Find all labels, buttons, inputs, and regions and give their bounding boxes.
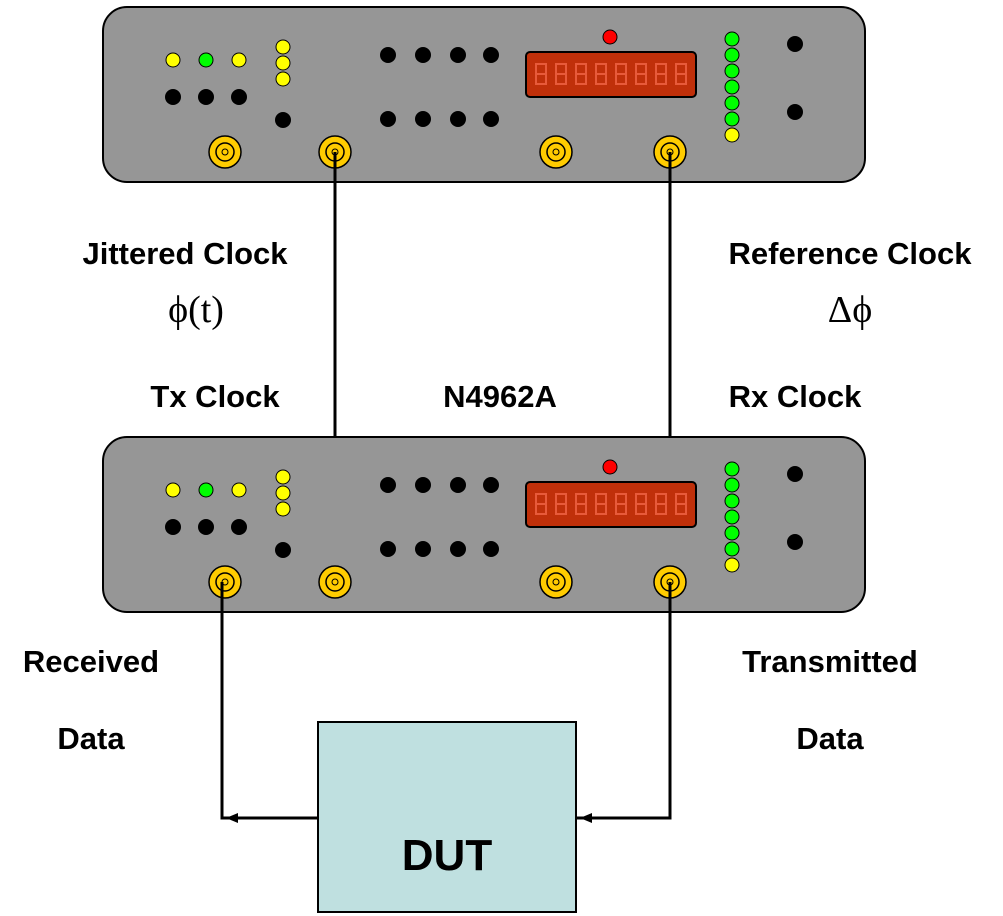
phi-t-label: ϕ(t)	[168, 289, 224, 331]
rx-clock-label: Rx Clock	[729, 379, 862, 414]
received-data-label: Data	[57, 721, 125, 756]
dut-box	[317, 721, 577, 913]
received-label: Received	[23, 644, 159, 679]
bottom-instrument-panel	[103, 437, 865, 612]
jittered-clock-label: Jittered Clock	[82, 236, 288, 271]
dut-label: DUT	[402, 831, 493, 880]
transmitted-data-cable	[576, 582, 672, 820]
tx-clock-label: Tx Clock	[150, 379, 280, 414]
top-instrument-panel	[103, 7, 865, 182]
instrument-model-label: N4962A	[443, 379, 557, 414]
delta-phi-label: Δϕ	[828, 289, 872, 331]
received-data-cable	[220, 582, 318, 820]
reference-clock-label: Reference Clock	[729, 236, 973, 271]
transmitted-label: Transmitted	[742, 644, 918, 679]
transmitted-data-label: Data	[796, 721, 864, 756]
